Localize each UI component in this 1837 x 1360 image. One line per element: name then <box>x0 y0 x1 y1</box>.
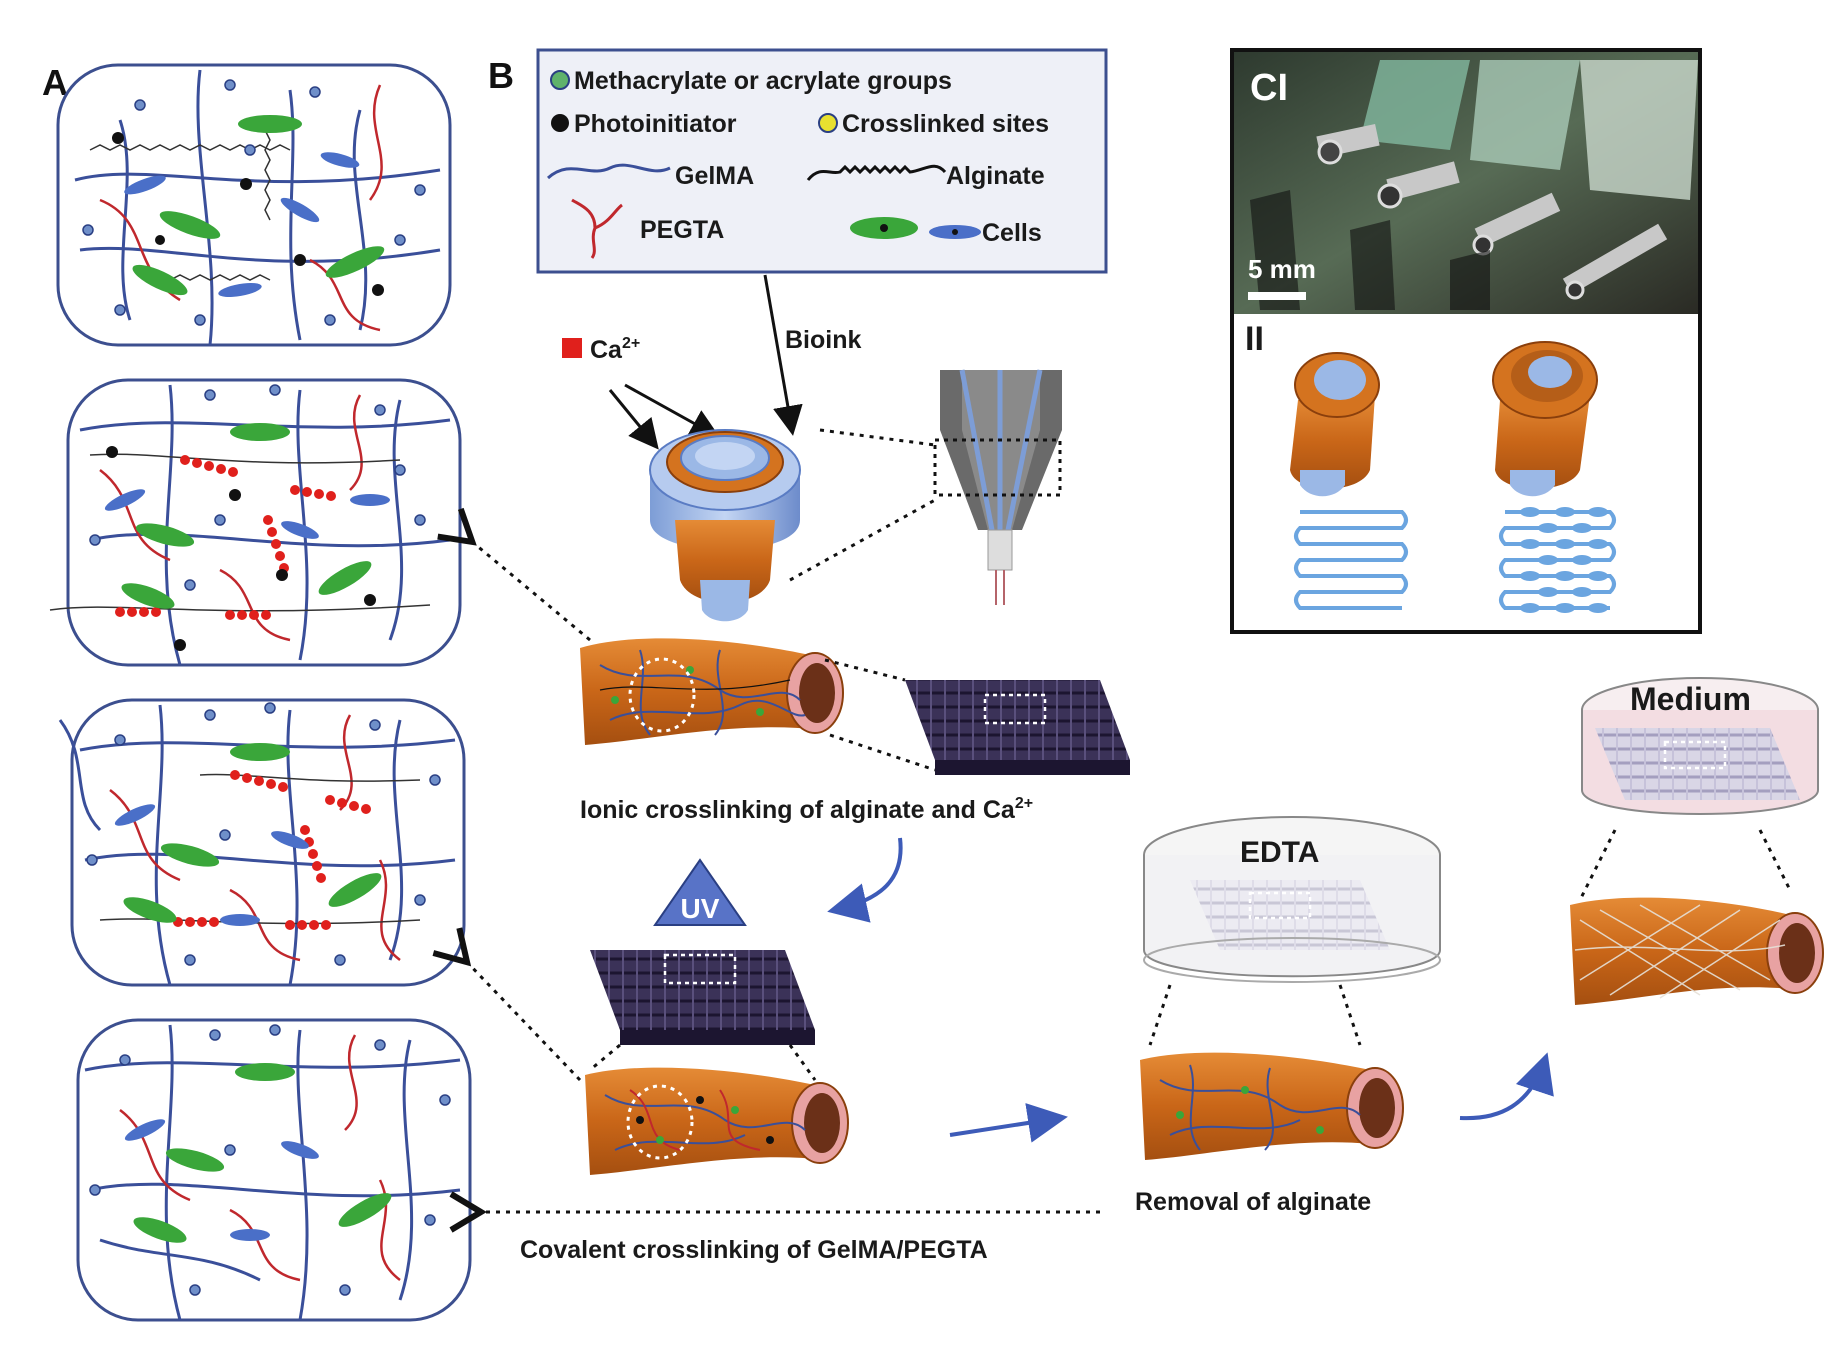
arrow-to-box-2 <box>437 507 591 642</box>
serpentine-filament-beaded <box>1499 507 1616 613</box>
uv-label: UV <box>681 893 720 924</box>
medium-label: Medium <box>1630 681 1751 717</box>
legend-box: Methacrylate or acrylate groups Photoini… <box>536 48 1108 274</box>
zoom-line-2a <box>589 1043 621 1072</box>
scaffold-dark-2 <box>590 950 815 1045</box>
methacrylate-icon <box>550 70 570 90</box>
tube-covalent-crosslinked <box>585 1067 849 1175</box>
uv-triangle: UV <box>653 858 747 926</box>
photoinitiator-icon <box>551 114 569 132</box>
tube-ionic-crosslinked <box>580 638 844 745</box>
medium-dish: Medium <box>1581 677 1819 815</box>
legend-cells: Cells <box>982 219 1042 247</box>
legend-pegta: PEGTA <box>640 216 724 244</box>
zoom-line-bottom <box>789 498 936 582</box>
panel-c-frame: CI 5 mm II <box>1230 48 1702 634</box>
zoom-line-scaffold-top <box>824 658 906 682</box>
zoom-line-edta-a <box>1148 984 1172 1046</box>
zoom-line-2b <box>788 1044 817 1081</box>
covalent-crosslinking-label: Covalent crosslinking of GelMA/PEGTA <box>520 1236 988 1264</box>
alginate-line-icon <box>806 164 947 182</box>
arrow-to-uv <box>827 837 903 923</box>
calcium-icon <box>562 338 582 358</box>
coaxial-nozzle <box>649 429 801 622</box>
zoom-line-medium-b <box>1758 829 1792 891</box>
network-box-4 <box>76 1018 472 1322</box>
edta-dish: EDTA <box>1143 816 1441 983</box>
tube-alginate-removed <box>1140 1052 1404 1160</box>
legend-photoinitiator: Photoinitiator <box>574 110 737 138</box>
serpentine-filament-plain <box>1294 510 1408 610</box>
nozzle-model-simple <box>1290 352 1380 497</box>
panel-ci-label: CI <box>1250 67 1288 109</box>
tube-final-construct <box>1570 897 1824 1005</box>
crosslinked-site-icon <box>818 113 838 133</box>
panel-b-label: B <box>488 55 514 96</box>
pegta-icon <box>571 198 623 259</box>
network-box-1 <box>56 63 452 347</box>
arrow-to-box-3 <box>432 927 582 1082</box>
zoom-line-top <box>819 428 936 447</box>
zoom-line-edta-b <box>1338 984 1362 1046</box>
nozzle-cross-section <box>933 369 1062 605</box>
panel-cii-label: II <box>1245 320 1264 358</box>
scaffold-dark-1 <box>905 680 1130 775</box>
bioink-arrow <box>763 274 803 436</box>
edta-label: EDTA <box>1240 836 1319 869</box>
scale-bar-label: 5 mm <box>1248 254 1316 284</box>
scale-bar <box>1248 292 1306 300</box>
legend-gelma: GelMA <box>675 162 754 190</box>
zoom-line-scaffold-bottom <box>829 733 936 772</box>
legend-alginate: Alginate <box>946 162 1045 190</box>
photo-nozzles <box>1250 60 1698 310</box>
arrow-to-edta <box>949 1103 1068 1143</box>
zoom-line-medium-a <box>1578 829 1617 901</box>
nozzle-model-stepped <box>1492 341 1598 497</box>
calcium-label: Ca2+ <box>590 335 640 364</box>
network-box-3 <box>58 698 466 987</box>
removal-label: Removal of alginate <box>1135 1188 1371 1216</box>
arrow-to-medium <box>1459 1052 1554 1121</box>
network-box-2 <box>49 378 462 667</box>
calcium-arrow-inner <box>624 383 721 438</box>
gelma-line-icon <box>546 163 671 180</box>
legend-methacrylate: Methacrylate or acrylate groups <box>574 67 952 95</box>
ionic-crosslinking-label: Ionic crosslinking of alginate and Ca2+ <box>580 795 1033 824</box>
bioink-label: Bioink <box>785 326 861 354</box>
calcium-arrow-outer <box>608 389 659 450</box>
legend-crosslinked: Crosslinked sites <box>842 110 1049 138</box>
